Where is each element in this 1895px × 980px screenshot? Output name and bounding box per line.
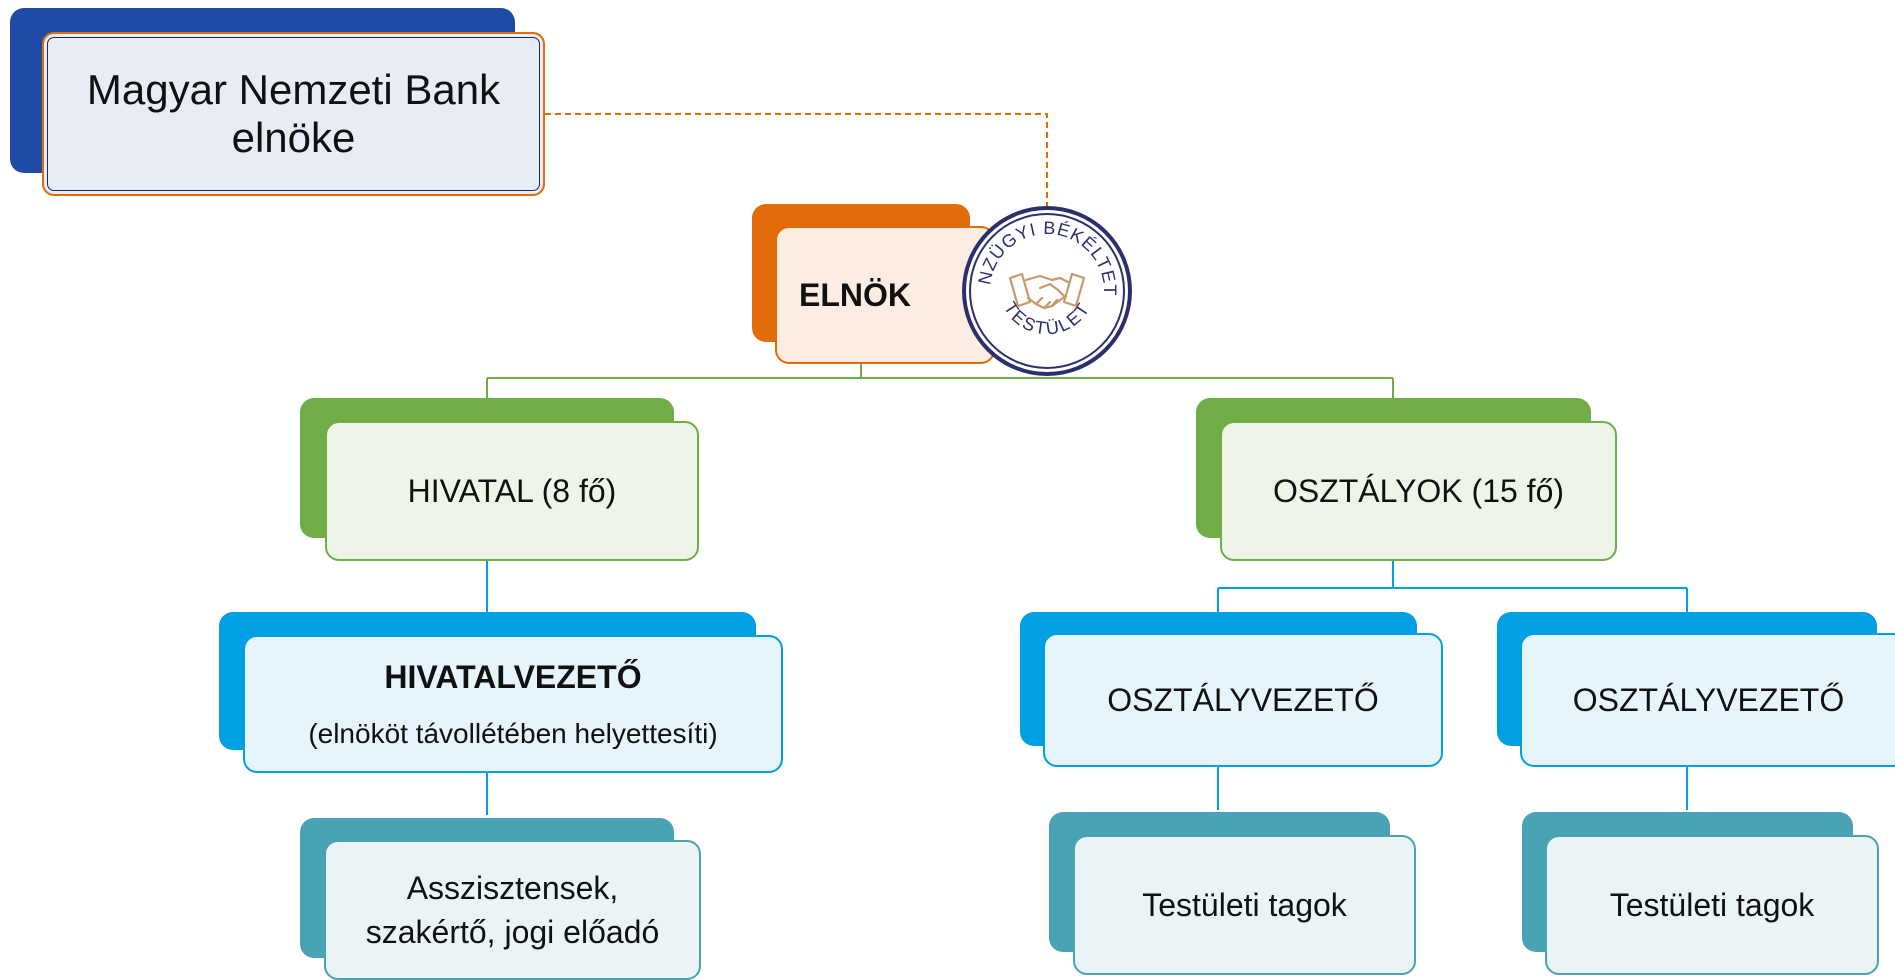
- osztalyvezeto-2-label: OSZTÁLYVEZETŐ: [1572, 681, 1845, 718]
- osztalyok-connectors: [1217, 561, 1688, 810]
- osztalyvezeto-1-label: OSZTÁLYVEZETŐ: [1107, 681, 1379, 718]
- osztalyok-box: OSZTÁLYOK (15 fő): [1220, 421, 1617, 561]
- mnb-line2: elnöke: [231, 114, 356, 161]
- hivatalvezeto-title: HIVATALVEZETŐ: [384, 658, 642, 695]
- osztalyvezeto-1-box: OSZTÁLYVEZETŐ: [1043, 633, 1443, 767]
- elnok-label: ELNÖK: [799, 276, 911, 313]
- testuleti-2-box: Testületi tagok: [1545, 835, 1879, 975]
- testuleti-2-label: Testületi tagok: [1609, 886, 1815, 923]
- testuleti-1-box: Testületi tagok: [1073, 835, 1416, 975]
- osztalyok-label: OSZTÁLYOK (15 fő): [1272, 472, 1565, 509]
- osztalyvezeto-2-box: OSZTÁLYVEZETŐ: [1520, 633, 1895, 767]
- handshake-icon: [1008, 272, 1086, 310]
- mnb-line1: Magyar Nemzeti Bank: [86, 66, 501, 113]
- hivatal-label: HIVATAL (8 fő): [407, 472, 617, 509]
- hivatal-box: HIVATAL (8 fő): [325, 421, 699, 561]
- asszisztensek-box: Asszisztensek, szakértő, jogi előadó: [324, 840, 701, 980]
- asszisztensek-line2: szakértő, jogi előadó: [365, 914, 660, 950]
- elnok-box: ELNÖK: [775, 226, 995, 364]
- testuleti-1-label: Testületi tagok: [1142, 886, 1347, 923]
- elnok-connectors: [486, 363, 1394, 400]
- mnb-box: Magyar Nemzeti Bank elnöke: [42, 32, 545, 196]
- asszisztensek-line1: Asszisztensek,: [406, 870, 619, 906]
- dashed-connector: [545, 113, 1048, 210]
- bekelteto-testulet-logo: PÉNZÜGYI BÉKÉLTETŐ TESTÜLET: [952, 187, 1134, 378]
- hivatalvezeto-subtitle: (elnököt távollétében helyettesíti): [308, 717, 718, 749]
- hivatalvezeto-box: HIVATALVEZETŐ (elnököt távollétében hely…: [243, 635, 783, 773]
